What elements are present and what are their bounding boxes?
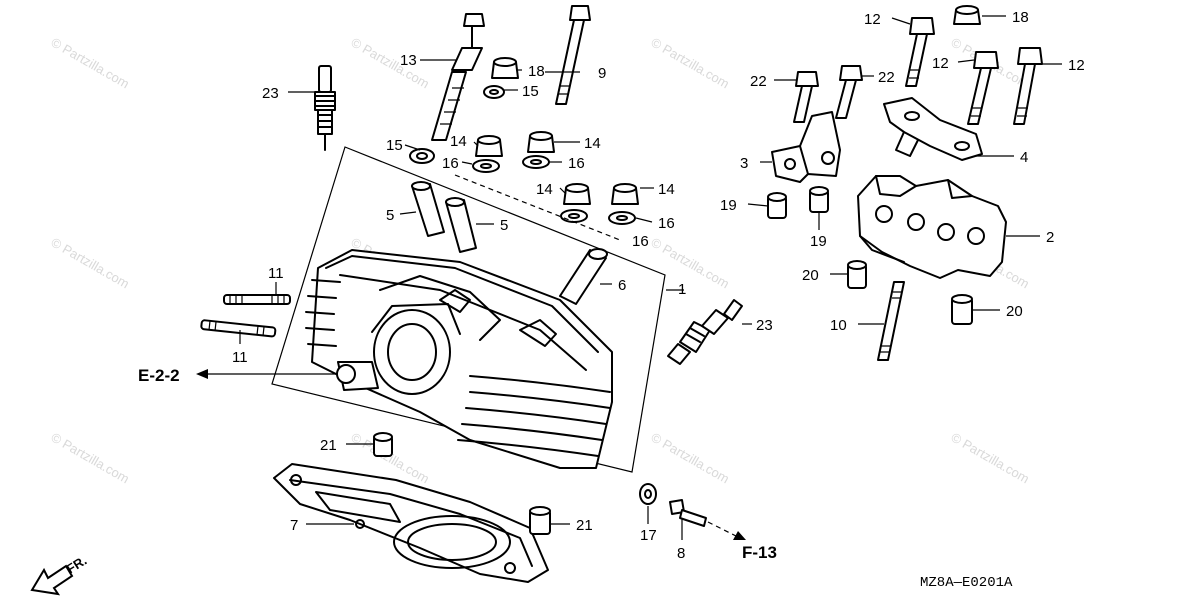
callout-21a: 21 xyxy=(320,437,337,454)
head-gasket[interactable] xyxy=(273,463,549,583)
valve-guide-b[interactable] xyxy=(445,197,477,253)
callout-19b: 19 xyxy=(810,233,827,250)
nut-18-right[interactable] xyxy=(953,5,981,25)
stud-10[interactable] xyxy=(877,281,905,361)
bolt-12-top[interactable] xyxy=(905,17,935,87)
callout-18a: 18 xyxy=(528,63,545,80)
callout-14d: 14 xyxy=(658,181,675,198)
collar-19-right[interactable] xyxy=(809,186,829,213)
watermark-text: © Partzilla.com xyxy=(649,235,732,292)
callout-15b: 15 xyxy=(386,137,403,154)
reference-arrow-f13 xyxy=(707,521,746,540)
callout-16c: 16 xyxy=(632,233,649,250)
washer-15-lower[interactable] xyxy=(409,148,435,164)
rocker-shaft-holder-3[interactable] xyxy=(771,111,841,183)
diagram-code: MZ8A—E0201A xyxy=(920,575,1013,591)
washer-16-b[interactable] xyxy=(522,155,550,169)
washer-16-a[interactable] xyxy=(472,159,500,173)
callout-11b: 11 xyxy=(232,349,248,366)
bolt-13[interactable] xyxy=(431,13,485,141)
dowel-pin-lower[interactable] xyxy=(529,506,551,535)
callout-12c: 12 xyxy=(1068,57,1085,74)
bolt-22-left[interactable] xyxy=(793,71,819,123)
valve-guide-a[interactable] xyxy=(411,181,445,237)
callout-11a: 11 xyxy=(268,265,284,282)
bolt-22-right[interactable] xyxy=(835,65,863,119)
callout-4: 4 xyxy=(1020,149,1028,166)
washer-16-d[interactable] xyxy=(608,211,636,225)
nut-14-a[interactable] xyxy=(475,135,503,157)
washer-16-c[interactable] xyxy=(560,209,588,223)
callout-7: 7 xyxy=(290,517,298,534)
callout-19a: 19 xyxy=(720,197,737,214)
assembly-boundary xyxy=(271,146,666,473)
collar-19-left[interactable] xyxy=(767,192,787,219)
callout-17: 17 xyxy=(640,527,657,544)
callout-15a: 15 xyxy=(522,83,539,100)
callout-14b: 14 xyxy=(584,135,601,152)
rocker-arm-holder-2[interactable] xyxy=(857,175,1007,279)
callout-22a: 22 xyxy=(750,73,767,90)
callout-5a: 5 xyxy=(386,207,394,224)
callout-14a: 14 xyxy=(450,133,467,150)
watermark-text: © Partzilla.com xyxy=(49,235,132,292)
watermark-text: © Partzilla.com xyxy=(49,35,132,92)
bolt-9[interactable] xyxy=(555,5,591,105)
stud-upper[interactable] xyxy=(223,294,291,305)
cylinder-head[interactable] xyxy=(305,249,613,469)
callout-16b: 16 xyxy=(568,155,585,172)
nut-14-c[interactable] xyxy=(563,183,591,205)
reference-label-left[interactable]: E-2-2 xyxy=(138,366,180,385)
reference-label-bottom[interactable]: F-13 xyxy=(742,543,777,562)
callout-2: 2 xyxy=(1046,229,1054,246)
bolt-12-right[interactable] xyxy=(1013,47,1043,125)
leader-lines xyxy=(239,15,1062,540)
watermark-text: © Partzilla.com xyxy=(649,35,732,92)
callout-6: 6 xyxy=(618,277,626,294)
callout-9: 9 xyxy=(598,65,606,82)
callout-10: 10 xyxy=(830,317,847,334)
callout-23b: 23 xyxy=(756,317,773,334)
callout-13: 13 xyxy=(400,52,417,69)
callout-3: 3 xyxy=(740,155,748,172)
watermark-text: © Partzilla.com xyxy=(949,430,1032,487)
callout-12a: 12 xyxy=(864,11,881,28)
reference-arrow-e22 xyxy=(196,369,296,379)
callout-22b: 22 xyxy=(878,69,895,86)
nut-14-d[interactable] xyxy=(611,183,639,205)
callout-16a: 16 xyxy=(442,155,459,172)
nut-14-b[interactable] xyxy=(527,131,555,153)
callout-1: 1 xyxy=(678,281,686,298)
nut-18-upper[interactable] xyxy=(491,57,519,79)
bolt-12-mid[interactable] xyxy=(967,51,999,125)
callout-20a: 20 xyxy=(802,267,819,284)
collar-20-left[interactable] xyxy=(847,260,867,289)
callout-23a: 23 xyxy=(262,85,279,102)
collar-20-right[interactable] xyxy=(951,294,973,325)
dowel-pin-upper[interactable] xyxy=(373,432,393,457)
callout-5b: 5 xyxy=(500,217,508,234)
watermark-text: © Partzilla.com xyxy=(349,35,432,92)
callout-18b: 18 xyxy=(1012,9,1029,26)
stud-lower[interactable] xyxy=(200,319,277,338)
callout-21b: 21 xyxy=(576,517,593,534)
watermark-text: © Partzilla.com xyxy=(649,430,732,487)
valve-guide-6[interactable] xyxy=(559,248,608,305)
washer-17[interactable] xyxy=(639,483,657,505)
spark-plug-lower[interactable] xyxy=(667,299,743,365)
callout-20b: 20 xyxy=(1006,303,1023,320)
bolt-8[interactable] xyxy=(669,499,707,527)
front-direction-arrow: FR. xyxy=(30,553,89,596)
callout-12b: 12 xyxy=(932,55,949,72)
callout-labels: 1 2 3 4 5 5 6 7 8 9 10 11 11 12 12 12 13… xyxy=(232,9,1085,562)
watermark-text: © Partzilla.com xyxy=(49,430,132,487)
plate-4[interactable] xyxy=(883,97,983,161)
callout-16d: 16 xyxy=(658,215,675,232)
washer-15-upper[interactable] xyxy=(483,85,505,99)
callout-14c: 14 xyxy=(536,181,553,198)
callout-8: 8 xyxy=(677,545,685,562)
spark-plug-upper[interactable] xyxy=(314,65,336,151)
